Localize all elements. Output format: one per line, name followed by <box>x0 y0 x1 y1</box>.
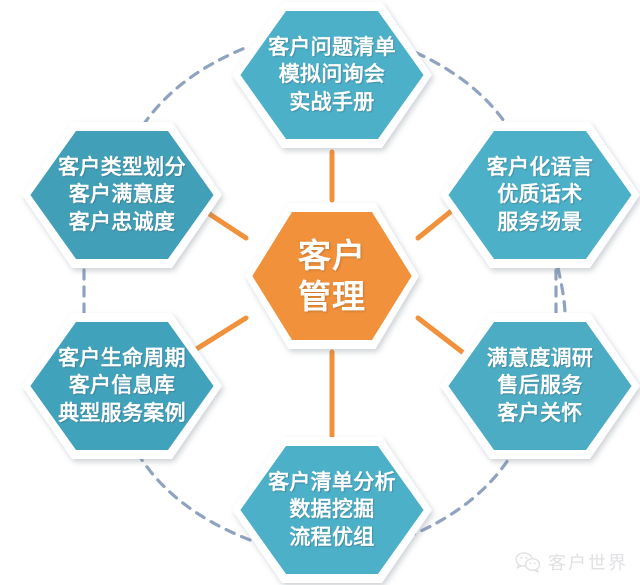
watermark-text: 客户世界 <box>548 553 628 574</box>
hex-node-center-label: 客户 管理 <box>297 235 366 316</box>
hex-node-top-label: 客户问题清单 模拟问询会 实战手册 <box>268 35 396 114</box>
hex-shape: 客户化语言 优质话术 服务场景 <box>440 122 640 268</box>
hex-shape: 满意度调研 售后服务 客户关怀 <box>440 313 640 459</box>
hex-node-bottom-right[interactable]: 满意度调研 售后服务 客户关怀 <box>440 313 640 459</box>
hex-fill: 客户生命周期 客户信息库 典型服务案例 <box>30 321 214 451</box>
wechat-logo-icon <box>515 552 541 573</box>
hex-node-center[interactable]: 客户 管理 <box>245 203 419 349</box>
hex-shape: 客户类型划分 客户满意度 客户忠诚度 <box>22 122 222 268</box>
hex-shape: 客户清单分析 数据挖掘 流程优组 <box>232 437 432 583</box>
watermark: 客户世界 <box>515 549 628 575</box>
hex-shape: 客户 管理 <box>245 203 419 349</box>
hex-node-bottom-left-label: 客户生命周期 客户信息库 典型服务案例 <box>58 346 186 425</box>
hex-node-top-right-label: 客户化语言 优质话术 服务场景 <box>486 155 594 234</box>
hex-shape: 客户问题清单 模拟问询会 实战手册 <box>232 2 432 148</box>
hex-node-top[interactable]: 客户问题清单 模拟问询会 实战手册 <box>232 2 432 148</box>
hex-node-bottom-right-label: 满意度调研 售后服务 客户关怀 <box>486 346 594 425</box>
hex-fill: 满意度调研 售后服务 客户关怀 <box>448 321 632 451</box>
hex-node-bottom[interactable]: 客户清单分析 数据挖掘 流程优组 <box>232 437 432 583</box>
hex-node-top-left-label: 客户类型划分 客户满意度 客户忠诚度 <box>58 155 186 234</box>
hex-node-top-left[interactable]: 客户类型划分 客户满意度 客户忠诚度 <box>22 122 222 268</box>
hex-shape: 客户生命周期 客户信息库 典型服务案例 <box>22 313 222 459</box>
hex-node-bottom-label: 客户清单分析 数据挖掘 流程优组 <box>268 470 396 549</box>
hex-fill: 客户问题清单 模拟问询会 实战手册 <box>240 10 424 140</box>
hex-node-bottom-left[interactable]: 客户生命周期 客户信息库 典型服务案例 <box>22 313 222 459</box>
hex-node-top-right[interactable]: 客户化语言 优质话术 服务场景 <box>440 122 640 268</box>
